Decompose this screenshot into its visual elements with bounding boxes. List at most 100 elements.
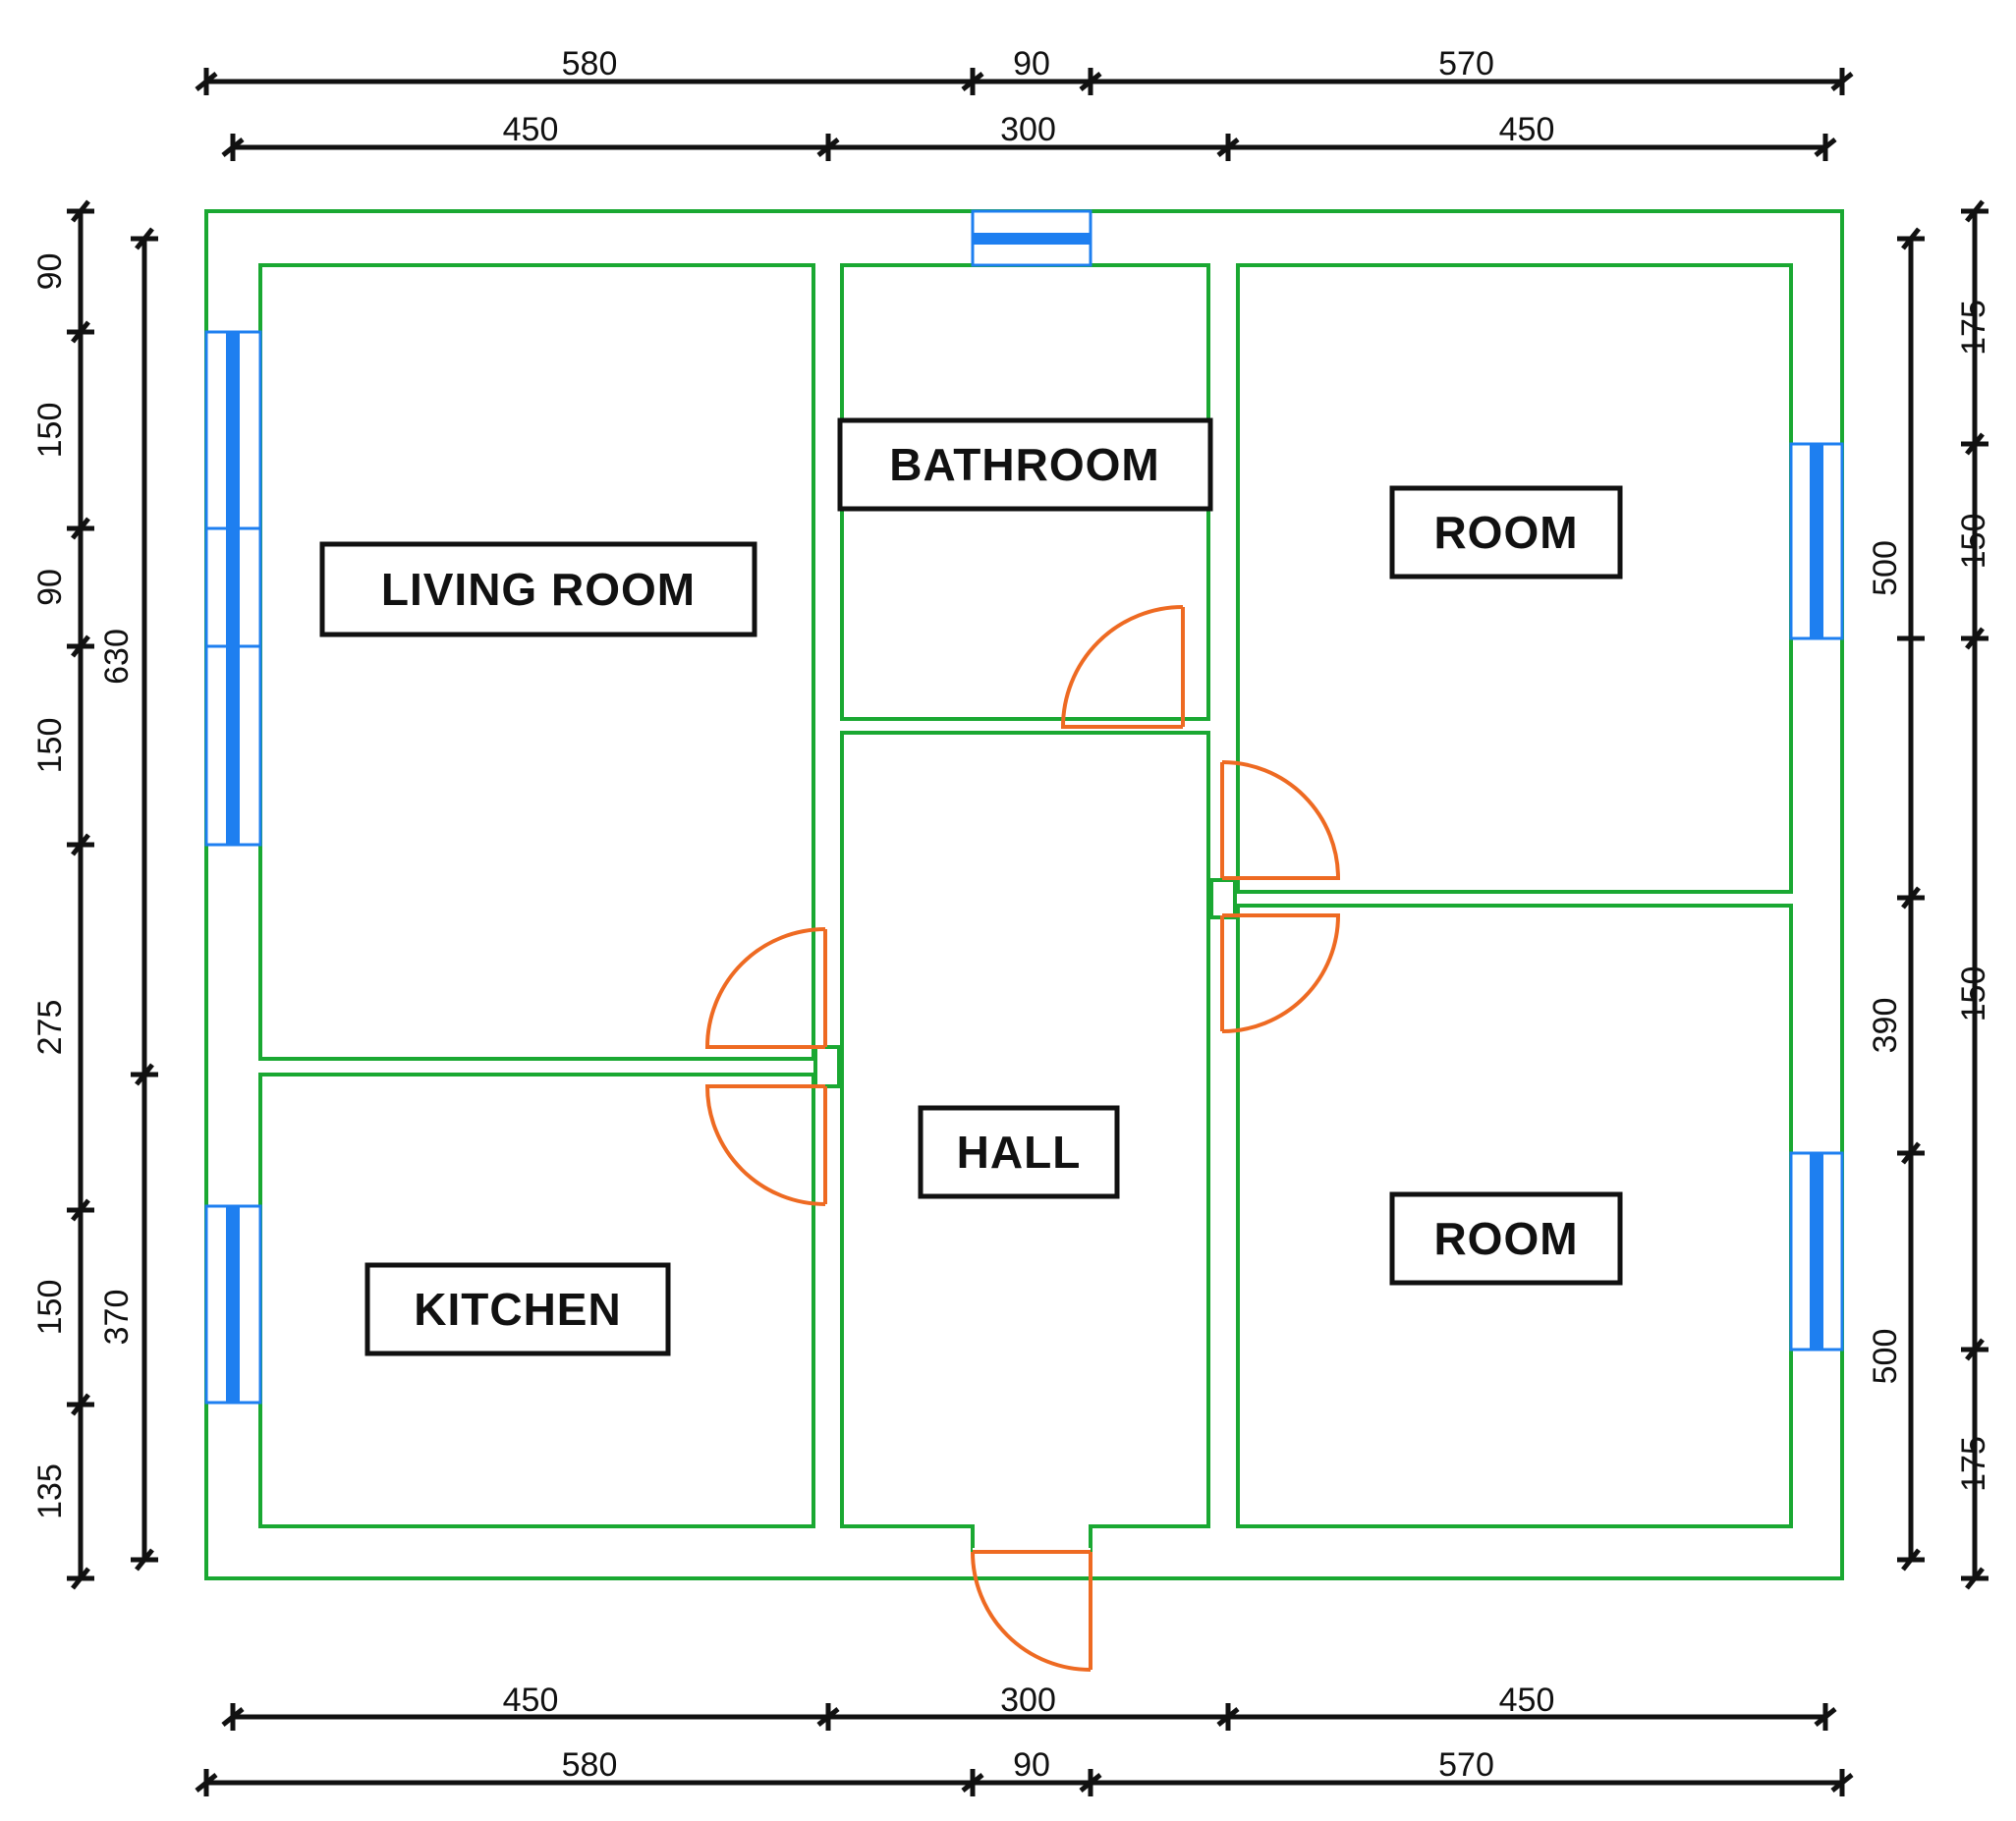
windows: [204, 209, 1844, 1405]
dim-left-outer-label: 90: [31, 569, 69, 606]
door-room-upper: [1220, 760, 1341, 880]
dim-top-inner-slash: [1814, 138, 1837, 157]
dim-left-outer-slash: [71, 1393, 90, 1416]
dim-left-outer-label: 275: [31, 1000, 69, 1056]
door-living-room: [704, 927, 827, 1049]
dim-right-inner-slash: [1901, 227, 1921, 250]
dim-left-inner-slash: [135, 227, 154, 250]
door-room-lower: [1220, 913, 1341, 1033]
dim-bottom-inner-slash: [1216, 1707, 1240, 1727]
dim-top-outer: 580 90 570: [195, 45, 1854, 95]
dim-right-outer-label: 150: [1955, 514, 1992, 570]
dim-left-outer-label: 150: [31, 718, 69, 774]
window-bathroom: [971, 209, 1092, 267]
dim-left-outer-label: 135: [31, 1463, 69, 1519]
dim-top-outer-slash: [961, 72, 984, 91]
living-room-wall: [258, 263, 815, 1061]
dim-top-inner-label: 300: [1000, 111, 1056, 148]
dim-bottom-outer-slash: [961, 1773, 984, 1793]
dim-top-inner-label: 450: [503, 111, 559, 148]
dim-bottom-outer-slash: [195, 1773, 218, 1793]
dim-left-inner-slash: [135, 1063, 154, 1086]
dim-bottom-inner-label: 300: [1000, 1682, 1056, 1719]
dim-bottom-inner-slash: [221, 1707, 245, 1727]
dim-right-inner-label: 500: [1867, 1329, 1904, 1385]
dim-bottom-inner-label: 450: [503, 1682, 559, 1719]
dim-bottom-outer-slash: [1079, 1773, 1102, 1793]
window-room-lower: [1789, 1151, 1844, 1352]
hall-label: HALL: [957, 1127, 1082, 1178]
dim-right-inner-label: 500: [1867, 540, 1904, 596]
room-lower-label: ROOM: [1433, 1213, 1578, 1264]
dim-top-inner-slash: [816, 138, 840, 157]
dim-bottom-inner-slash: [1814, 1707, 1837, 1727]
door-entrance: [971, 1550, 1092, 1672]
dim-bottom-inner: 450 300 450: [221, 1682, 1837, 1731]
label-living-room: LIVING ROOM: [319, 541, 757, 637]
kitchen-label: KITCHEN: [414, 1284, 621, 1335]
dim-top-outer-slash: [195, 72, 218, 91]
window-room-upper: [1789, 442, 1844, 640]
label-room-lower: ROOM: [1389, 1191, 1623, 1286]
dim-right-outer-slash: [1965, 432, 1985, 456]
dim-left-inner-label: 630: [98, 629, 136, 685]
dim-left-outer-slash: [71, 635, 90, 658]
dim-left-inner-label: 370: [98, 1290, 136, 1346]
dim-top-inner-label: 450: [1499, 111, 1555, 148]
dim-right-inner: 500 390 500: [1867, 227, 1925, 1572]
dim-right-inner-slash: [1901, 886, 1921, 910]
dim-left-outer-slash: [71, 833, 90, 856]
dim-left-outer-label: 150: [31, 1280, 69, 1336]
dim-left-outer-slash: [71, 199, 90, 223]
label-hall: HALL: [918, 1105, 1120, 1199]
dim-left-outer-label: 90: [31, 253, 69, 291]
bathroom-label: BATHROOM: [889, 439, 1159, 490]
dim-left-outer: 90 150 90 150 275 150 135: [31, 199, 94, 1590]
door-kitchen: [704, 1084, 827, 1206]
living-room-label: LIVING ROOM: [381, 564, 696, 615]
window-living-room: [204, 330, 262, 847]
dim-top-outer-slash: [1079, 72, 1102, 91]
walls: [204, 209, 1844, 1580]
dim-top-outer-slash: [1830, 72, 1854, 91]
dim-top-outer-label: 90: [1013, 45, 1050, 83]
dim-right-outer-slash: [1965, 627, 1985, 650]
outer-wall: [204, 209, 1844, 1580]
dim-top-inner-slash: [221, 138, 245, 157]
dim-bottom-outer-slash: [1830, 1773, 1854, 1793]
dim-right-outer-slash: [1965, 199, 1985, 223]
dim-top-outer-label: 570: [1438, 45, 1494, 83]
label-kitchen: KITCHEN: [364, 1262, 671, 1356]
dim-right-inner-slash: [1901, 1548, 1921, 1572]
dim-bottom-outer-label: 570: [1438, 1746, 1494, 1784]
dim-bottom-inner-slash: [816, 1707, 840, 1727]
wall-stub-left: [813, 1045, 841, 1088]
window-kitchen: [204, 1204, 262, 1405]
dim-left-outer-label: 150: [31, 403, 69, 459]
dim-bottom-outer-label: 580: [562, 1746, 618, 1784]
dim-left-inner-slash: [135, 1548, 154, 1572]
door-bathroom: [1060, 605, 1185, 729]
dim-left-outer-slash: [71, 320, 90, 344]
dim-left-outer-slash: [71, 1198, 90, 1222]
dim-right-outer-slash: [1965, 1338, 1985, 1361]
label-room-upper: ROOM: [1389, 485, 1623, 579]
dim-bottom-inner-label: 450: [1499, 1682, 1555, 1719]
room-upper-label: ROOM: [1433, 507, 1578, 558]
room-labels: LIVING ROOM BATHROOM ROOM HALL ROOM KITC…: [319, 417, 1623, 1356]
label-bathroom: BATHROOM: [837, 417, 1213, 512]
dim-right-outer-label: 175: [1955, 1436, 1992, 1492]
dim-top-outer-label: 580: [562, 45, 618, 83]
dim-right-outer-label: 175: [1955, 300, 1992, 356]
dim-right-inner-label: 390: [1867, 998, 1904, 1054]
dim-bottom-outer-label: 90: [1013, 1746, 1050, 1784]
dim-left-inner: 630 370: [98, 227, 158, 1572]
dim-left-outer-slash: [71, 1567, 90, 1590]
dim-right-inner-slash: [1901, 1141, 1921, 1165]
dim-top-inner: 450 300 450: [221, 111, 1837, 161]
dim-bottom-outer: 580 90 570: [195, 1746, 1854, 1796]
dim-right-outer-slash: [1965, 1567, 1985, 1590]
